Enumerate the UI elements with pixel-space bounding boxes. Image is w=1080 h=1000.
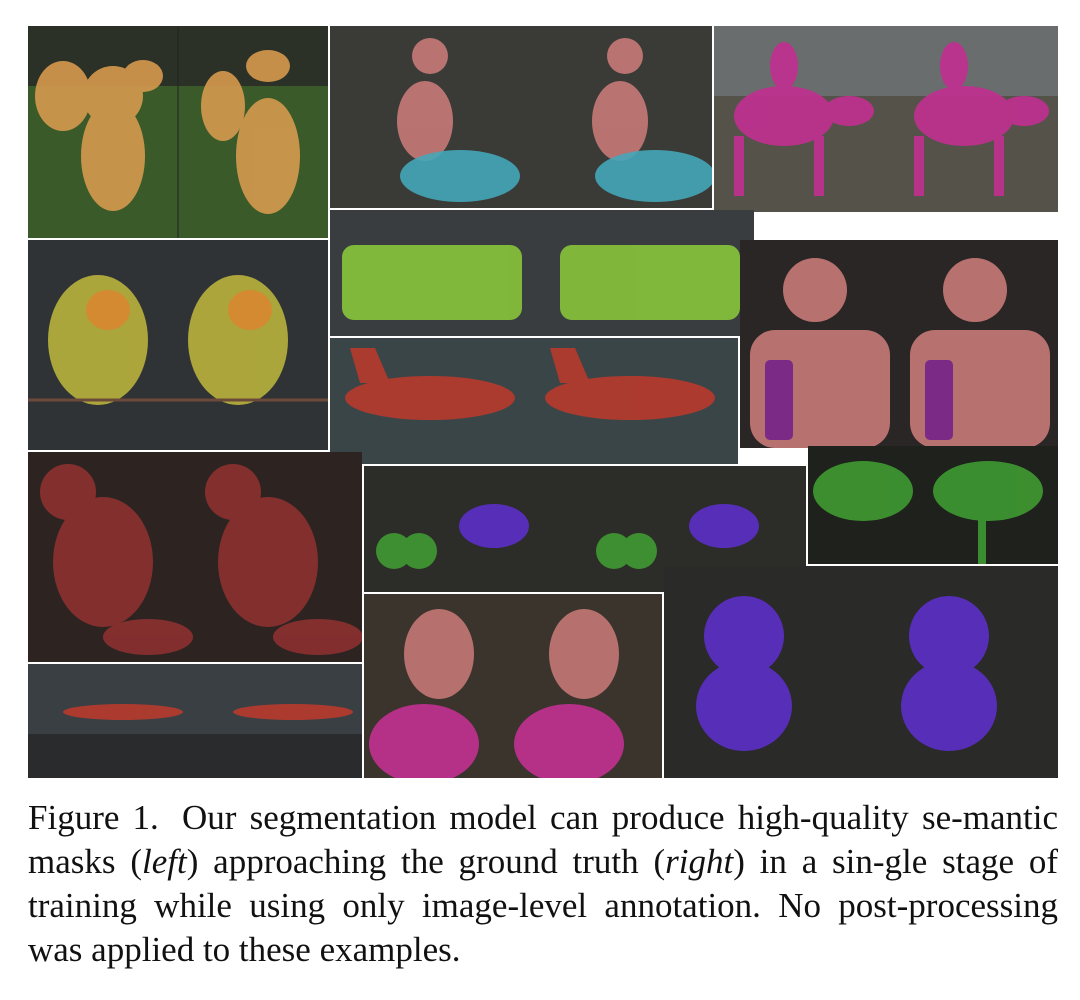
- aeroplane-example: [330, 338, 738, 464]
- sheep-example: [28, 26, 328, 238]
- caption-right: right: [665, 842, 734, 881]
- train-example: [330, 210, 754, 336]
- person-motorbike-example: [330, 26, 712, 208]
- caption-text-1: Our segmentation model can produce high-…: [28, 798, 1059, 881]
- plant-example: [808, 446, 1058, 564]
- caption-text-2: ) approaching the ground truth (: [186, 842, 666, 881]
- figure-label: Figure 1.: [28, 798, 159, 837]
- plant-dog-example: [364, 466, 806, 592]
- caption-text-3: ) in a sin-gle stage of training while u…: [28, 842, 1059, 969]
- cat-example: [28, 452, 362, 662]
- person-bottle-example: [740, 240, 1058, 448]
- figure-caption: Figure 1. Our segmentation model can pro…: [28, 796, 1058, 972]
- person-horse-example: [364, 594, 662, 778]
- bird-example: [28, 240, 328, 450]
- segmentation-figure: [28, 26, 1058, 778]
- horse-example: [714, 26, 1058, 212]
- aeroplane-small-example: [28, 664, 362, 778]
- dog-example: [664, 566, 1058, 778]
- caption-left: left: [141, 842, 187, 881]
